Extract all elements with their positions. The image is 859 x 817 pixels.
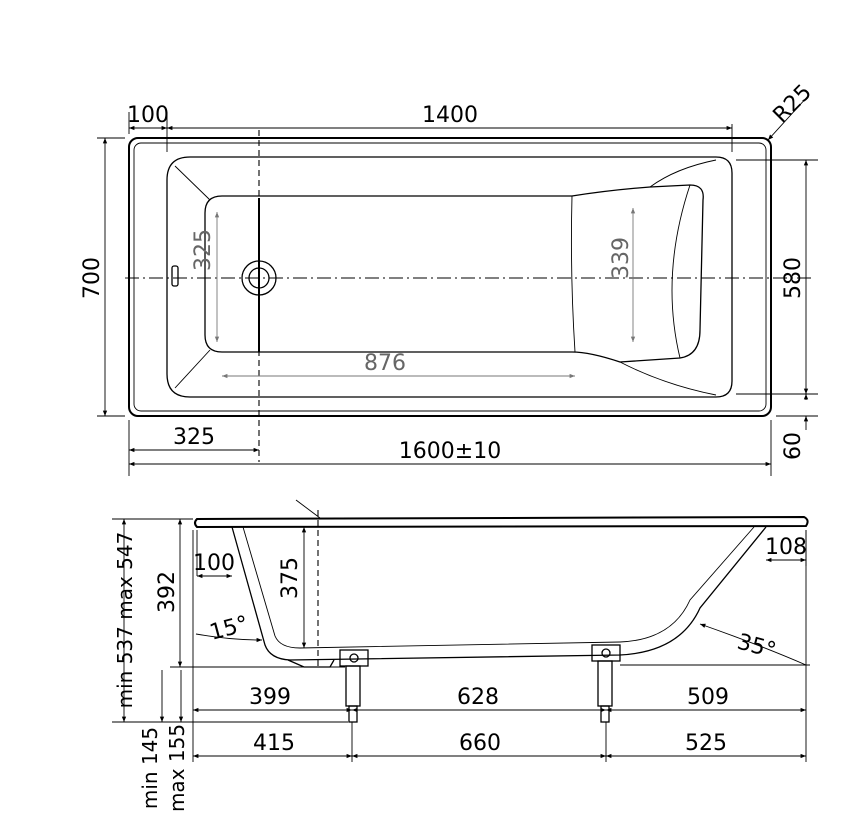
tub-shell-inner [242, 526, 755, 649]
dim-overall-length: 1600±10 [399, 439, 501, 464]
backrest-slope-bottom [619, 361, 717, 396]
leg-right-bracket [591, 644, 621, 662]
tub-outer-rim [128, 137, 772, 417]
dim-leg-height-min: min 145 [138, 727, 162, 809]
dim-overall-width: 700 [80, 257, 105, 299]
tub-rim-side [194, 515, 809, 529]
dim-angle-left: 15° [207, 612, 251, 646]
dim-inner-length: 1400 [422, 103, 478, 128]
side-view: 100 108 375 392 min 537 max 547 min 145 … [112, 499, 810, 812]
backrest-slope-top [649, 159, 717, 188]
radius-leader [767, 95, 809, 141]
dim-pos-1: 415 [253, 731, 295, 756]
dim-drain-width: 325 [191, 229, 216, 271]
dim-pos-2: 660 [459, 731, 501, 756]
leg-right-foot [600, 705, 610, 723]
leg-right [591, 644, 621, 723]
dim-depth-at-drain: 375 [278, 557, 303, 599]
leg-right-stem [597, 660, 613, 707]
dim-rim-edge: 60 [781, 432, 806, 460]
dim-span-3: 509 [687, 685, 729, 710]
backrest-curve-top [570, 195, 576, 353]
leg-right-bolt [601, 648, 611, 658]
leg-left [339, 649, 369, 723]
dim-corner-radius: R25 [769, 80, 817, 128]
leg-left-bracket [339, 649, 369, 667]
dim-rim-right: 108 [765, 535, 807, 560]
dim-pos-3: 525 [685, 731, 727, 756]
overflow-slot [171, 265, 179, 287]
dim-inner-width: 580 [781, 257, 806, 299]
dim-span-2: 628 [457, 685, 499, 710]
angle-arc-right [699, 623, 807, 666]
dim-height-range: min 537 max 547 [113, 532, 137, 709]
basin-outline [166, 156, 733, 398]
tub-rim-inner-edge [133, 142, 767, 412]
dim-bottom-length: 876 [364, 351, 406, 376]
dim-rim-left: 100 [193, 551, 235, 576]
dim-height: 392 [155, 571, 180, 613]
dim-angle-right: 35° [734, 630, 778, 664]
corner-line-tl [174, 165, 211, 201]
corner-line-bl [174, 349, 211, 389]
leg-left-foot [348, 705, 358, 723]
drain-axis-leader [295, 499, 321, 519]
dim-span-1: 399 [249, 685, 291, 710]
dim-rim-width: 100 [127, 103, 169, 128]
top-view: 100 1400 R25 700 580 60 325 339 876 [80, 80, 818, 476]
tub-shell-outer [231, 526, 767, 661]
dim-leg-height-max: max 155 [165, 724, 189, 812]
drain-outlet [287, 659, 335, 668]
leg-left-stem [345, 665, 361, 707]
backrest-side [671, 184, 691, 359]
basin-floor [204, 184, 704, 363]
dim-head-width: 339 [609, 237, 634, 279]
dim-drain-offset: 325 [173, 425, 215, 450]
angle-arc-left [195, 633, 263, 643]
leg-left-bolt [349, 653, 359, 663]
